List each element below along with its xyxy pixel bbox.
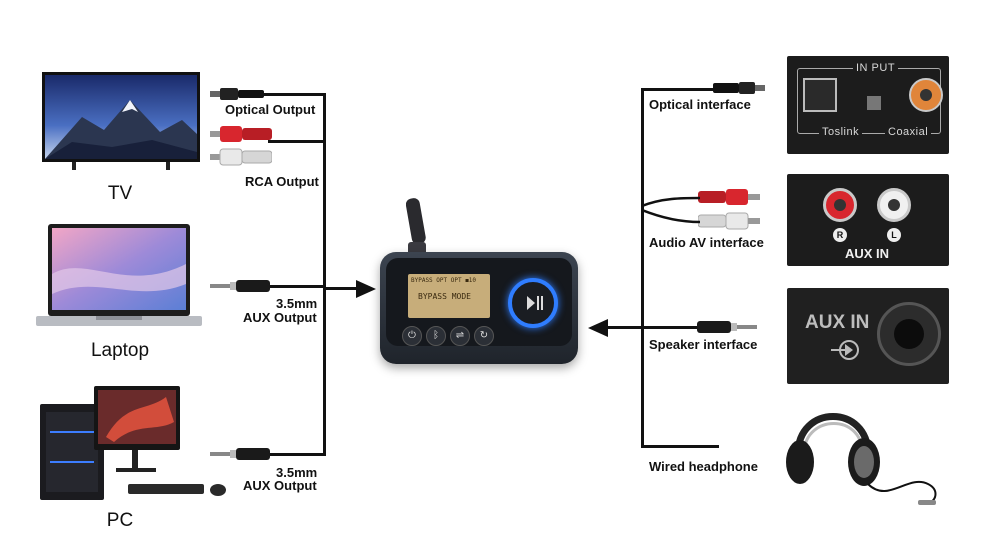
- coaxial-label: Coaxial: [885, 126, 932, 138]
- wire-speaker-in: [600, 326, 698, 329]
- loop-icon: ↻: [479, 330, 489, 341]
- aux-jack-icon: [877, 302, 941, 366]
- toslink-port-icon: [803, 78, 837, 112]
- aux-plug-icon: [210, 280, 270, 292]
- input-arrow-icon: [831, 340, 859, 360]
- aux-plug-icon: [210, 448, 270, 460]
- optical-input-panel: IN PUT Toslink Coaxial: [787, 56, 949, 154]
- audio-av-interface-label: Audio AV interface: [649, 235, 764, 250]
- rca-plug-red-icon: [698, 189, 760, 205]
- right-bus-wire: [641, 88, 644, 448]
- pc-aux-line1: 3.5mm: [276, 465, 318, 480]
- optical-plug-icon: [210, 88, 264, 100]
- swap-icon: ⇌: [455, 330, 465, 341]
- optical-plug-icon: [713, 82, 765, 94]
- left-bus-wire: [323, 93, 326, 456]
- laptop-aux-line2: AUX Output: [243, 310, 317, 325]
- arrow-right-icon: [356, 280, 376, 298]
- rca-plug-white-icon: [210, 148, 272, 166]
- jack-l-badge: L: [887, 228, 901, 242]
- tv-image: [42, 72, 200, 172]
- play-pause-icon: [527, 296, 543, 310]
- wire-optical-in: [641, 88, 715, 91]
- wire-pc-aux: [268, 453, 326, 456]
- white-jack-icon: [877, 188, 911, 222]
- rca-plug-white-icon: [698, 212, 760, 230]
- audio-device: BYPASS OPT OPT ◼10 BYPASS MODE ⏻ ᛒ ⇌ ↻: [380, 252, 578, 364]
- wire-tv-rca: [268, 140, 326, 143]
- av-aux-in-title: AUX IN: [845, 246, 890, 261]
- bluetooth-icon: ᛒ: [433, 330, 439, 341]
- coaxial-port-icon: [909, 78, 943, 112]
- tv-rca-output-label: RCA Output: [245, 174, 319, 189]
- headphone-image: [778, 394, 948, 510]
- toslink-label: Toslink: [819, 126, 863, 138]
- red-jack-icon: [823, 188, 857, 222]
- lcd-screen: BYPASS OPT OPT ◼10 BYPASS MODE: [408, 274, 490, 318]
- tv-optical-output-label: Optical Output: [225, 102, 316, 117]
- rca-plug-red-icon: [210, 126, 272, 142]
- pc-label: PC: [106, 510, 134, 531]
- pc-aux-line2: AUX Output: [243, 478, 317, 493]
- laptop-image: [36, 224, 202, 336]
- av-input-panel: R L AUX IN: [787, 174, 949, 266]
- swap-button[interactable]: ⇌: [450, 326, 470, 346]
- arrow-left-icon: [588, 319, 608, 337]
- power-icon: ⏻: [408, 330, 416, 341]
- power-button[interactable]: ⏻: [402, 326, 422, 346]
- wire-headphone-in: [641, 445, 719, 448]
- wire-laptop-aux: [268, 285, 326, 288]
- speaker-interface-label: Speaker interface: [649, 337, 758, 352]
- rca-cable: [642, 196, 700, 224]
- jack-r-badge: R: [833, 228, 847, 242]
- optical-interface-label: Optical interface: [649, 97, 751, 112]
- aux-plug-icon: [697, 321, 757, 333]
- laptop-label: Laptop: [90, 340, 150, 361]
- lcd-mode: BYPASS MODE: [418, 292, 471, 301]
- input-switch-icon: [867, 96, 881, 110]
- wire-tv-optical: [262, 93, 326, 96]
- lcd-status: BYPASS OPT OPT ◼10: [411, 277, 477, 284]
- wired-headphone-label: Wired headphone: [649, 459, 758, 474]
- antenna: [405, 198, 428, 258]
- bluetooth-button[interactable]: ᛒ: [426, 326, 446, 346]
- control-knob[interactable]: [508, 278, 558, 328]
- pc-image: [36, 382, 232, 502]
- tv-label: TV: [107, 183, 133, 204]
- speaker-aux-in-title: AUX IN: [805, 312, 870, 333]
- wire-to-device: [326, 287, 368, 290]
- input-title: IN PUT: [853, 62, 899, 74]
- loop-button[interactable]: ↻: [474, 326, 494, 346]
- speaker-input-panel: AUX IN: [787, 288, 949, 384]
- laptop-aux-line1: 3.5mm: [276, 296, 318, 311]
